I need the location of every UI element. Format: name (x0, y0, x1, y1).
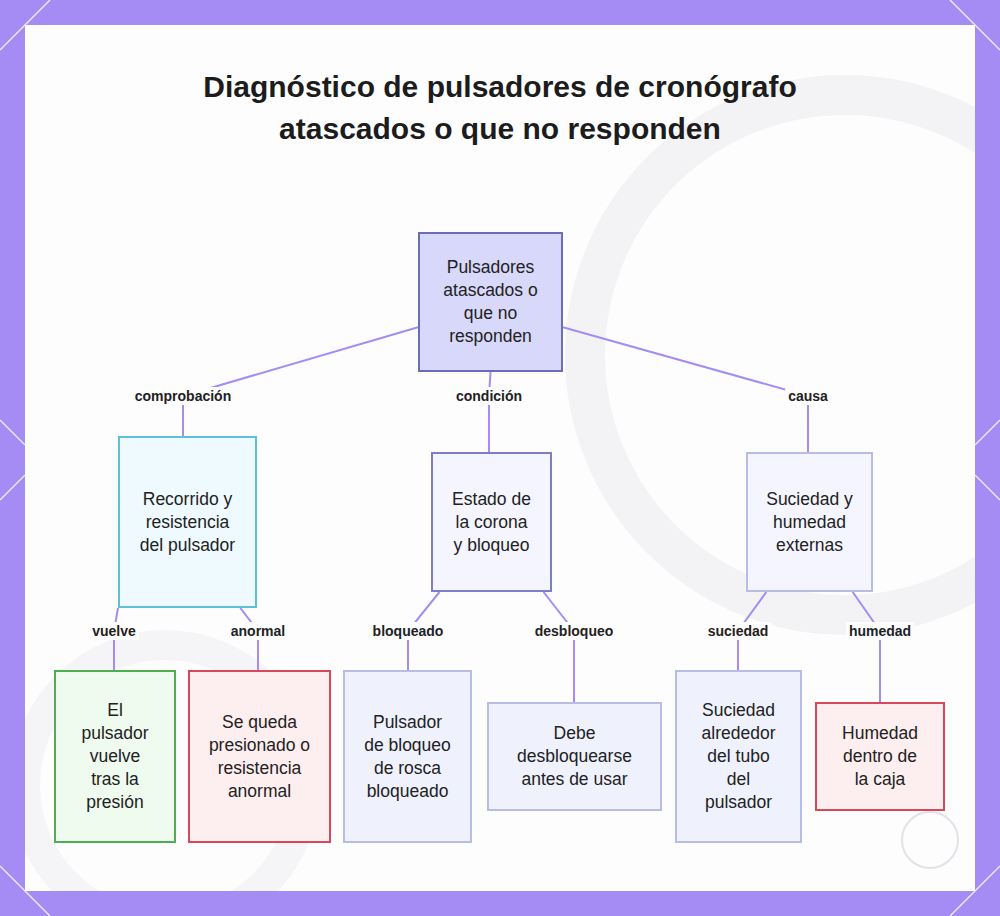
root-box: Pulsadores atascados o que no responden (418, 232, 563, 372)
process-box: Humedad dentro de la caja (815, 702, 945, 811)
edge-label: vuelve (89, 622, 139, 640)
diagram-title: Diagnóstico de pulsadores de cronógrafo … (200, 66, 800, 150)
edge-label: anormal (228, 622, 288, 640)
edge-label: causa (785, 387, 831, 405)
process-box: Pulsador de bloqueo de rosca bloqueado (343, 670, 472, 843)
edge-label: condición (453, 387, 525, 405)
node-text: Humedad dentro de la caja (835, 722, 925, 791)
connector-line (563, 327, 808, 452)
node-text: Suciedad y humedad externas (766, 488, 853, 557)
process-box: Recorrido y resistencia del pulsador (118, 436, 257, 608)
node-text: Se queda presionado o resistencia anorma… (208, 711, 311, 803)
connector-line (183, 327, 418, 436)
process-box: Suciedad alrededor del tubo del pulsador (675, 670, 802, 843)
node-text: El pulsador vuelve tras la presión (74, 699, 156, 814)
node-text: Recorrido y resistencia del pulsador (138, 488, 237, 557)
node-text: Estado de la corona y bloqueo (451, 488, 532, 557)
process-box: Suciedad y humedad externas (746, 452, 873, 592)
node-text: Pulsadores atascados o que no responden (438, 256, 543, 348)
connector-line (853, 592, 880, 702)
connector-line (489, 372, 491, 452)
edge-label: desbloqueo (532, 622, 617, 640)
edge-label: humedad (846, 622, 914, 640)
connector-line (544, 592, 574, 702)
process-box: El pulsador vuelve tras la presión (54, 670, 176, 843)
process-box: Debe desbloquearse antes de usar (487, 702, 662, 811)
node-text: Debe desbloquearse antes de usar (507, 722, 642, 791)
process-box: Se queda presionado o resistencia anorma… (188, 670, 331, 843)
process-box: Estado de la corona y bloqueo (431, 452, 552, 592)
edge-label: bloqueado (370, 622, 447, 640)
edge-label: comprobación (132, 387, 234, 405)
node-text: Pulsador de bloqueo de rosca bloqueado (363, 711, 452, 803)
edge-label: suciedad (705, 622, 772, 640)
node-text: Suciedad alrededor del tubo del pulsador (695, 699, 782, 814)
